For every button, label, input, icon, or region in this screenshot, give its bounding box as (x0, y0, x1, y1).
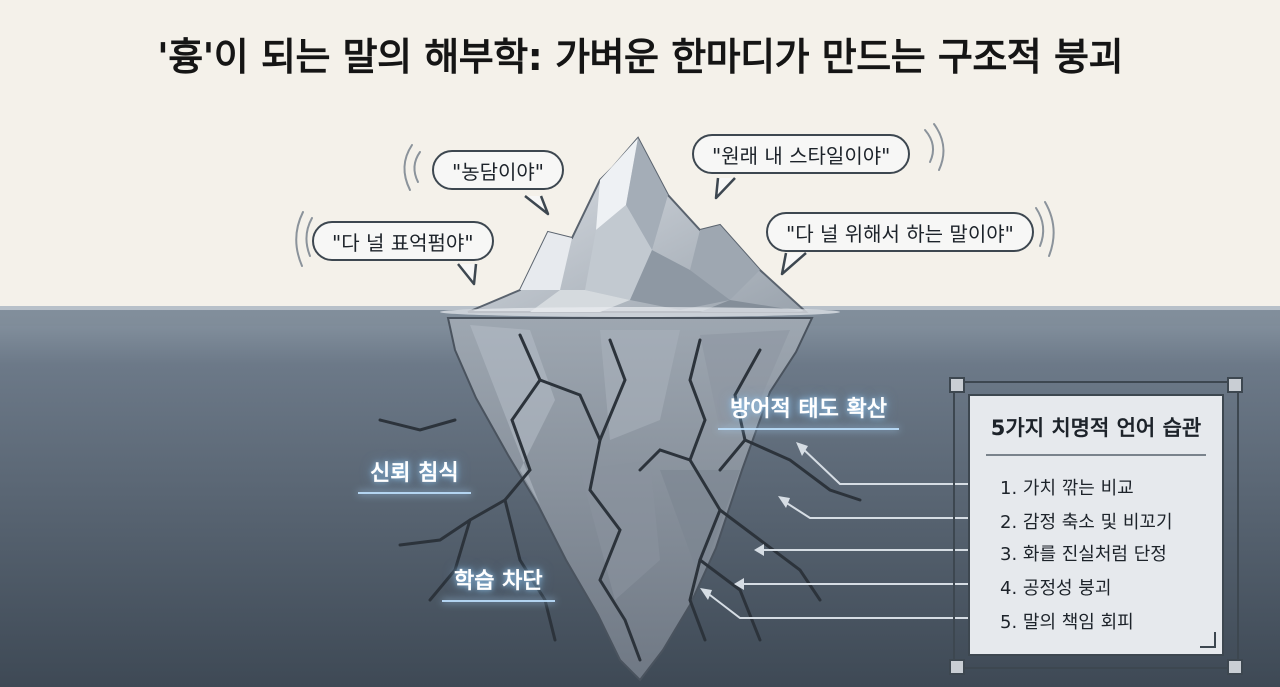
panel-item: 4. 공정성 붕괴 (1000, 578, 1112, 599)
speech-bubble-joke: "농담이야" (432, 150, 564, 190)
habits-panel: 5가지 치명적 언어 습관 1. 가치 깎는 비교 2. 감정 축소 및 비꼬기… (968, 394, 1224, 656)
panel-corner-mark (1200, 632, 1216, 648)
label-learning-block: 학습 차단 (442, 560, 555, 602)
panel-item: 2. 감정 축소 및 비꼬기 (1000, 512, 1173, 533)
panel-frame (949, 377, 1243, 675)
iceberg-cracks (378, 333, 862, 662)
panel-arrowheads (700, 442, 808, 600)
panel-item: 5. 말의 책임 회피 (1000, 612, 1134, 633)
speech-bubble-for-you: "다 널 위해서 하는 말이야" (766, 212, 1034, 252)
waterline-reflection (440, 307, 840, 317)
bubble-motion-marks (295, 123, 1055, 267)
page-title: '흉'이 되는 말의 해부학: 가벼운 한마디가 만드는 구조적 붕괴 (157, 35, 1123, 79)
panel-divider (986, 454, 1206, 456)
speech-bubble-expression: "다 널 표억펌야" (312, 221, 494, 261)
panel-item: 1. 가치 깎는 비교 (1000, 478, 1134, 499)
panel-title: 5가지 치명적 언어 습관 (990, 416, 1202, 440)
panel-arrows (705, 445, 980, 619)
panel-item: 3. 화를 진실처럼 단정 (1000, 544, 1167, 565)
label-defensive-attitude: 방어적 태도 확산 (718, 388, 899, 430)
bubble-tails (457, 177, 807, 286)
label-trust-erosion: 신뢰 침식 (358, 452, 471, 494)
speech-bubble-style: "원래 내 스타일이야" (692, 134, 911, 174)
